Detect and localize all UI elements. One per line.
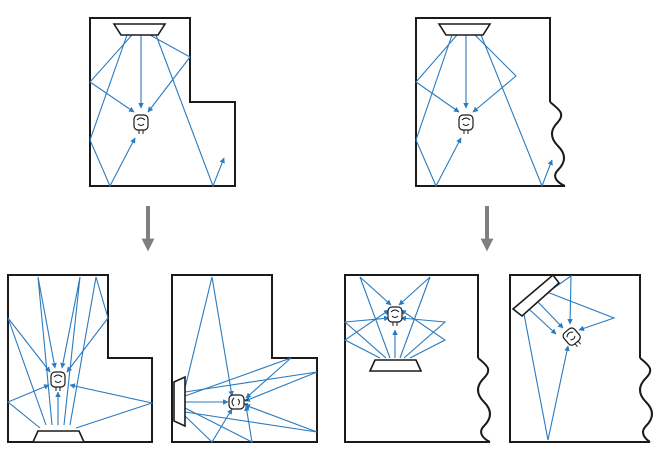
room-bottom-right-b <box>509 273 653 443</box>
room-top-right <box>415 17 566 188</box>
room-bottom-left-b <box>171 274 318 443</box>
room-bottom-left-a-sound-rays <box>6 276 155 429</box>
sound-ray <box>89 34 135 113</box>
sound-ray <box>147 34 191 113</box>
room-bottom-right-a <box>343 274 491 443</box>
sound-ray <box>7 317 51 426</box>
room-top-right-walls <box>415 17 565 187</box>
soundbar-icon <box>511 273 561 318</box>
soundbar-icon <box>31 430 86 443</box>
room-bottom-right-a-walls <box>344 274 490 443</box>
room-bottom-right-b-sound-rays <box>523 274 616 441</box>
room-bottom-right-b-open-edge <box>639 357 653 443</box>
room-top-right-sound-rays <box>415 34 553 188</box>
sound-ray <box>155 34 225 188</box>
room-bottom-left-a <box>6 274 155 443</box>
sound-ray <box>537 301 564 329</box>
sound-ray <box>60 276 81 426</box>
sound-ray <box>415 34 460 113</box>
sound-ray <box>415 34 462 188</box>
listener-icon <box>562 327 581 348</box>
sound-ray <box>184 357 292 399</box>
room-bottom-right-a-sound-rays <box>343 276 447 359</box>
sound-ray <box>523 313 570 441</box>
sound-ray <box>184 404 318 433</box>
sound-ray <box>37 276 57 426</box>
room-bottom-left-b-sound-rays <box>184 276 318 443</box>
listener-icon <box>458 114 474 134</box>
room-bottom-right-a-open-edge <box>477 357 491 443</box>
listener-icon <box>50 371 66 391</box>
listener-icon <box>133 114 149 134</box>
soundbar-icon <box>112 23 167 36</box>
sound-ray <box>546 291 616 331</box>
sound-ray <box>359 276 392 359</box>
sound-ray <box>472 34 517 113</box>
sound-ray <box>66 276 109 426</box>
listener-icon <box>387 306 403 326</box>
sound-ray <box>480 34 553 188</box>
sound-ray <box>184 408 233 443</box>
room-bottom-right-b-walls <box>509 274 650 443</box>
sound-ray <box>69 383 155 429</box>
room-bottom-left-b-walls <box>171 274 318 443</box>
soundbar-icon <box>437 23 492 36</box>
sound-ray <box>343 309 390 359</box>
sound-ray <box>89 34 136 188</box>
room-top-left-sound-rays <box>89 34 225 188</box>
soundbar-icon <box>173 375 186 428</box>
sound-ray <box>550 274 573 325</box>
room-top-right-open-edge <box>549 101 566 187</box>
sound-ray <box>343 315 390 359</box>
sound-ray <box>400 309 447 359</box>
soundbar-icon <box>368 359 423 372</box>
sound-ray <box>398 276 431 359</box>
sound-ray <box>400 315 447 359</box>
room-top-left-walls <box>89 17 236 187</box>
room-top-left <box>89 17 236 188</box>
sound-ray <box>6 384 50 429</box>
room-bottom-left-a-walls <box>7 274 153 443</box>
sound-ray <box>529 309 557 335</box>
sound-ray <box>184 276 234 397</box>
listener-icon <box>228 394 248 410</box>
sound-ray <box>184 371 318 402</box>
sound-ray <box>184 405 253 443</box>
